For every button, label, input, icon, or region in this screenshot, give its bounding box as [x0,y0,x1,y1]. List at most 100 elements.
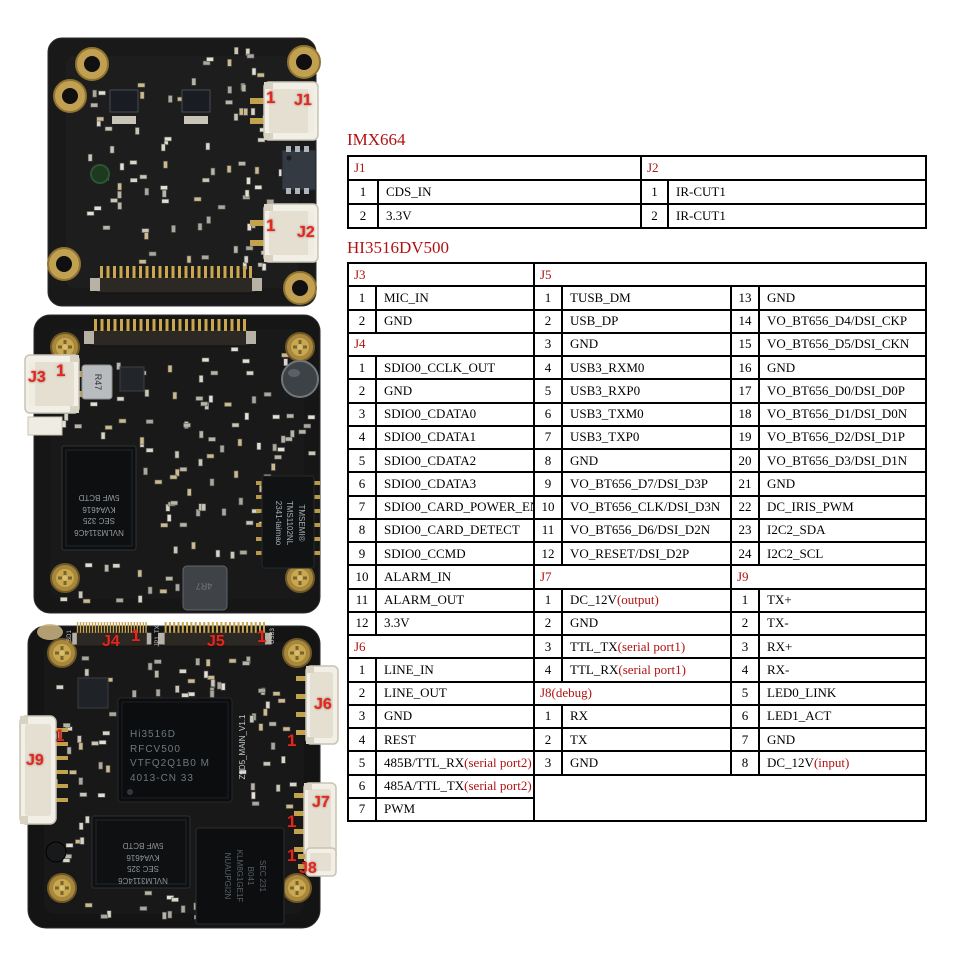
pin-number-cell: 12 [533,540,563,567]
smd-component [257,137,266,143]
smd-component [161,143,166,152]
smd-component [254,185,263,190]
pin-number-cell: 5 [347,447,377,474]
regulator-ic [109,89,211,124]
pin1-marker: 1 [56,361,66,380]
connector-header-cell: J1 [347,155,642,181]
soic-chip-icon [281,145,317,195]
smd-component [78,822,84,830]
smd-component [199,430,204,439]
smd-component [239,107,244,116]
connector-label: J4 [102,633,120,650]
smd-component [224,402,232,407]
smd-component [85,815,90,824]
pin-signal-cell: LED0_LINK [758,680,927,706]
smd-component [217,681,222,690]
smd-component [226,165,232,173]
smd-component [144,890,153,896]
smd-component [271,463,276,471]
pin-signal-cell: RX [561,703,732,730]
connector-label: J6 [314,696,332,713]
smd-component [241,84,247,92]
pin-number-cell: 4 [533,657,563,683]
connector-tab [27,416,63,436]
pin-number-cell: 18 [730,401,760,427]
pin-signal-cell: GND [758,285,927,311]
smd-component [227,58,232,67]
smd-component [206,56,214,62]
smd-component [159,589,168,594]
pin-signal-cell: GND [375,378,535,404]
pin-number-cell: 11 [533,517,563,544]
pin-number-cell: 16 [730,354,760,381]
smd-component [250,107,256,116]
pin-number-cell: 17 [730,378,760,404]
pin1-marker: 1 [257,627,267,646]
pin1-marker: 1 [131,626,141,645]
smd-component [270,742,276,750]
smd-component [167,910,173,919]
smd-component [233,113,239,121]
pin-signal-cell: GND [375,308,535,334]
pin-number-cell: 20 [730,447,760,474]
pin-number-cell: 22 [730,494,760,520]
smd-component [86,211,95,216]
smd-component [230,551,235,559]
pin-signal-cell: 3.3V [377,203,642,229]
smd-component [251,791,256,800]
smd-component [193,196,202,202]
smd-component [98,90,106,96]
smd-component [160,185,168,190]
smd-component [175,468,180,477]
smd-component [268,721,277,727]
smd-component [198,458,203,467]
smd-component [233,470,239,479]
smd-component [308,451,316,456]
smd-component [109,711,117,717]
pin-number-cell: 1 [533,587,563,613]
smd-component [112,563,121,569]
smd-component [145,448,154,453]
pin-signal-cell: VO_BT656_D4/DSI_CKP [758,308,927,334]
smd-component [250,782,256,791]
smd-component [258,688,266,693]
smd-component [217,204,226,210]
smd-component [161,198,170,204]
pin-number-cell: 2 [533,610,563,637]
pin-number-cell: 1 [347,657,377,683]
pin-signal-cell: VO_RESET/DSI_D2P [561,540,732,567]
smd-component [187,488,192,497]
smd-component [172,391,178,400]
smd-component [98,761,103,770]
pin-signal-cell: USB3_TXM0 [561,401,732,427]
pin-number-cell: 2 [730,610,760,637]
connector-label: J5 [207,633,225,650]
smd-component [298,429,307,435]
pin-signal-cell: SDIO0_CDATA0 [375,401,535,427]
smd-component [225,100,233,105]
smd-component [93,206,102,211]
smd-component [117,182,122,191]
smd-component [210,370,219,376]
pin-number-cell: 1 [533,703,563,730]
smd-component [175,685,180,693]
smd-component [209,478,215,487]
smd-component [208,395,214,403]
pin-number-cell: 2 [533,726,563,753]
smd-component [62,858,71,863]
smd-component [59,596,68,602]
smd-component [78,742,84,751]
imx664-section-title: IMX664 [347,130,406,149]
pin-number-cell: 8 [730,750,760,776]
smd-component [277,447,285,452]
smd-component [265,701,271,709]
